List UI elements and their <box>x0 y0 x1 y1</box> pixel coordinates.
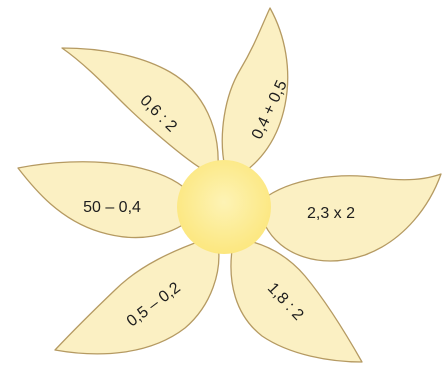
petal-top-left <box>62 48 218 172</box>
petal-right-text: 2,3 x 2 <box>307 205 355 222</box>
flower-center <box>177 160 271 254</box>
petal-left-text: 50 – 0,4 <box>83 199 141 216</box>
petal-bottom-left <box>55 240 219 354</box>
